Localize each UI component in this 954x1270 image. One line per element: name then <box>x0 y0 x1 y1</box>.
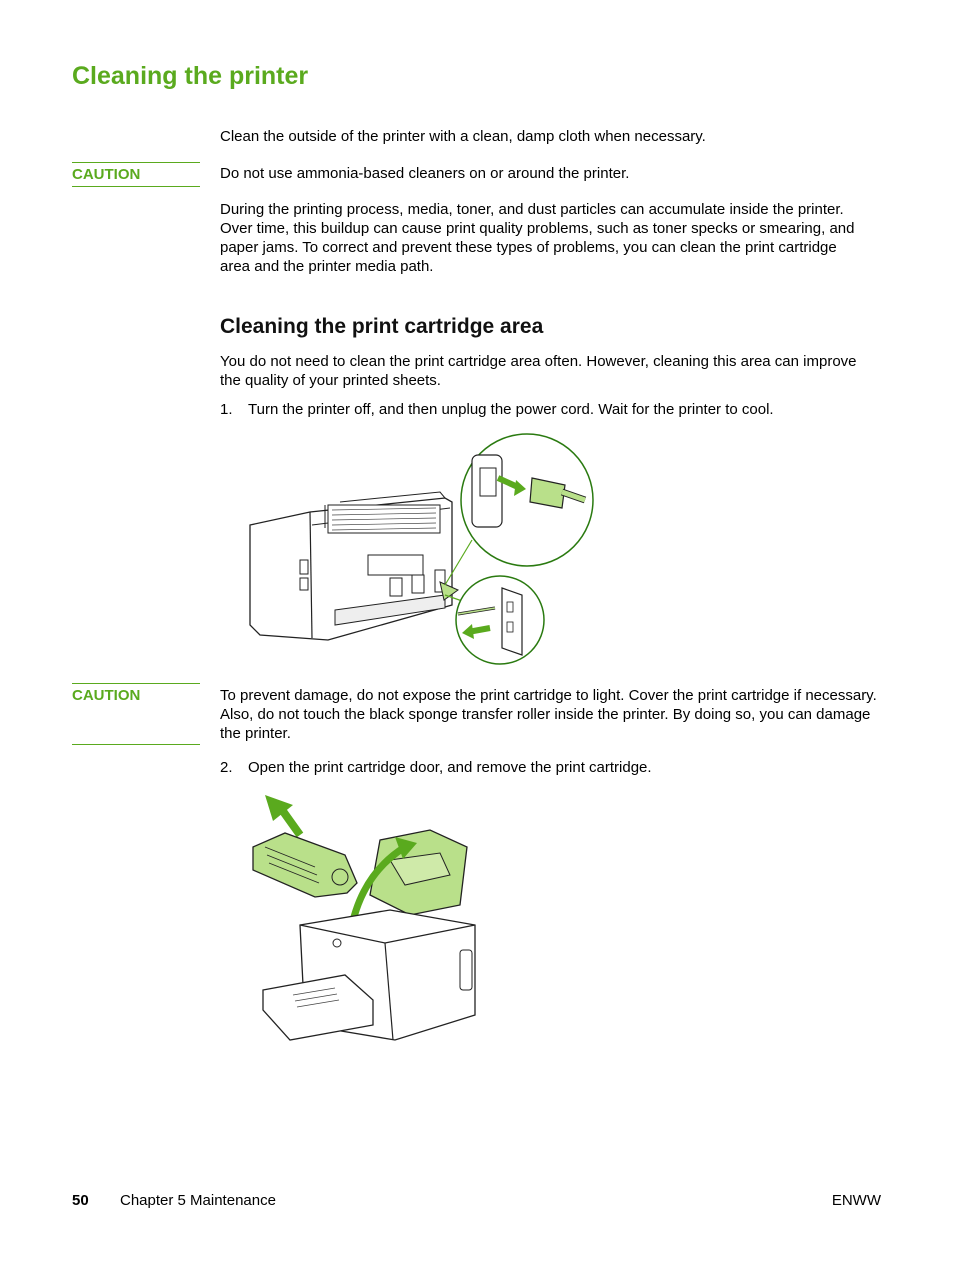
page-number: 50 <box>72 1192 89 1209</box>
section-title: Cleaning the print cartridge area <box>220 315 544 338</box>
buildup-paragraph: During the printing process, media, tone… <box>220 201 855 275</box>
page-title: Cleaning the printer <box>72 62 309 90</box>
step-number: 2. <box>220 759 233 776</box>
caution-text: To prevent damage, do not expose the pri… <box>220 687 877 742</box>
caution-label: CAUTION <box>72 683 200 705</box>
step-number: 1. <box>220 401 233 418</box>
footer-chapter: Chapter 5 Maintenance <box>120 1192 276 1209</box>
step-text: Turn the printer off, and then unplug th… <box>248 401 774 418</box>
caution-divider <box>72 744 200 745</box>
caution-text: Do not use ammonia-based cleaners on or … <box>220 165 630 182</box>
unplug-power-cord-illustration <box>249 433 594 665</box>
intro-paragraph: Clean the outside of the printer with a … <box>220 128 706 145</box>
footer-right: ENWW <box>831 1192 881 1209</box>
step-text: Open the print cartridge door, and remov… <box>248 759 652 776</box>
remove-print-cartridge-illustration <box>252 795 476 1041</box>
caution-label: CAUTION <box>72 162 200 187</box>
section-paragraph: You do not need to clean the print cartr… <box>220 353 857 389</box>
